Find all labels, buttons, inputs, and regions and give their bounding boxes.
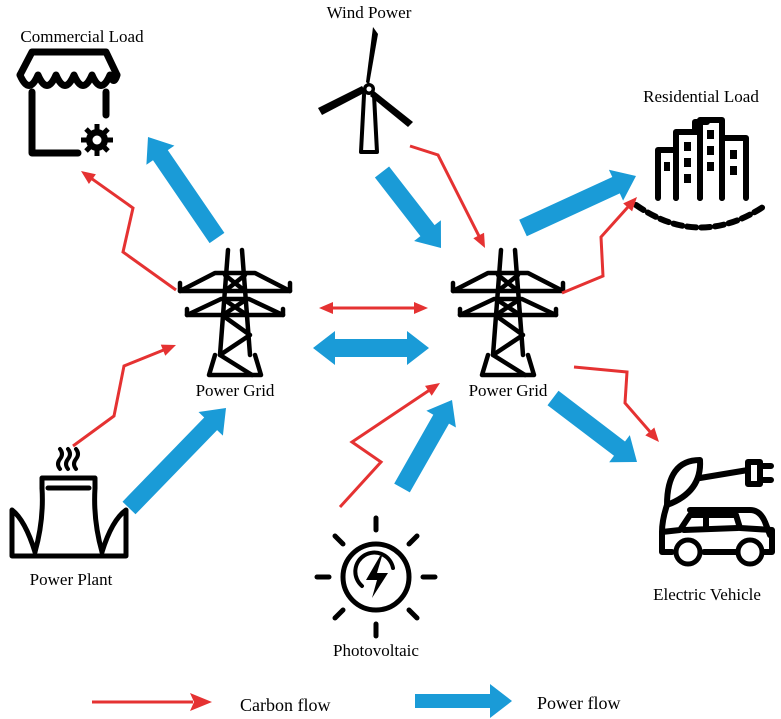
carbon-arrow-grid-to-grid xyxy=(319,302,428,314)
legend-power-swatch xyxy=(415,684,512,718)
power-arrow-pv-to-grid xyxy=(394,400,456,493)
label-power-grid-right: Power Grid xyxy=(469,381,548,400)
label-photovoltaic: Photovoltaic xyxy=(333,641,419,660)
label-power-plant: Power Plant xyxy=(30,570,113,589)
legend: Carbon flow Power flow xyxy=(92,684,621,718)
carbon-arrow-wind-to-grid xyxy=(409,144,485,248)
carbon-arrow-grid-to-ev xyxy=(573,365,659,442)
carbon-flow-arrows xyxy=(72,144,659,509)
power-arrow-grid-to-grid xyxy=(313,331,429,365)
store-gear-icon xyxy=(16,48,121,157)
label-electric-vehicle: Electric Vehicle xyxy=(653,585,761,604)
power-arrow-wind-to-grid xyxy=(374,166,441,248)
carbon-arrow-plant-to-grid xyxy=(72,344,176,448)
residential-buildings-icon xyxy=(633,117,769,231)
carbon-arrow-grid-to-commercial xyxy=(81,171,177,292)
power-flow-arrows xyxy=(122,137,637,515)
label-wind-power: Wind Power xyxy=(327,3,412,22)
label-residential-load: Residential Load xyxy=(643,87,759,106)
carbon-arrow-pv-to-grid xyxy=(338,383,440,509)
wind-turbine-icon xyxy=(318,27,413,154)
power-arrow-grid-to-residential xyxy=(519,169,636,237)
legend-carbon-flow-label: Carbon flow xyxy=(240,695,330,715)
solar-sun-bolt-icon xyxy=(314,515,438,639)
label-power-grid-left: Power Grid xyxy=(196,381,275,400)
legend-power-flow-label: Power flow xyxy=(537,693,621,713)
label-commercial-load: Commercial Load xyxy=(20,27,144,46)
electric-car-plug-icon xyxy=(659,457,775,567)
power-arrow-plant-to-grid xyxy=(122,408,226,515)
transmission-tower-icon xyxy=(180,250,290,375)
factory-chimney-icon xyxy=(9,447,129,559)
power-arrow-grid-to-ev xyxy=(547,390,637,463)
power-arrow-grid-to-commercial xyxy=(146,137,225,244)
carbon-arrow-grid-to-residential xyxy=(561,197,637,295)
transmission-tower-icon xyxy=(453,250,563,375)
legend-carbon-swatch xyxy=(92,693,212,711)
